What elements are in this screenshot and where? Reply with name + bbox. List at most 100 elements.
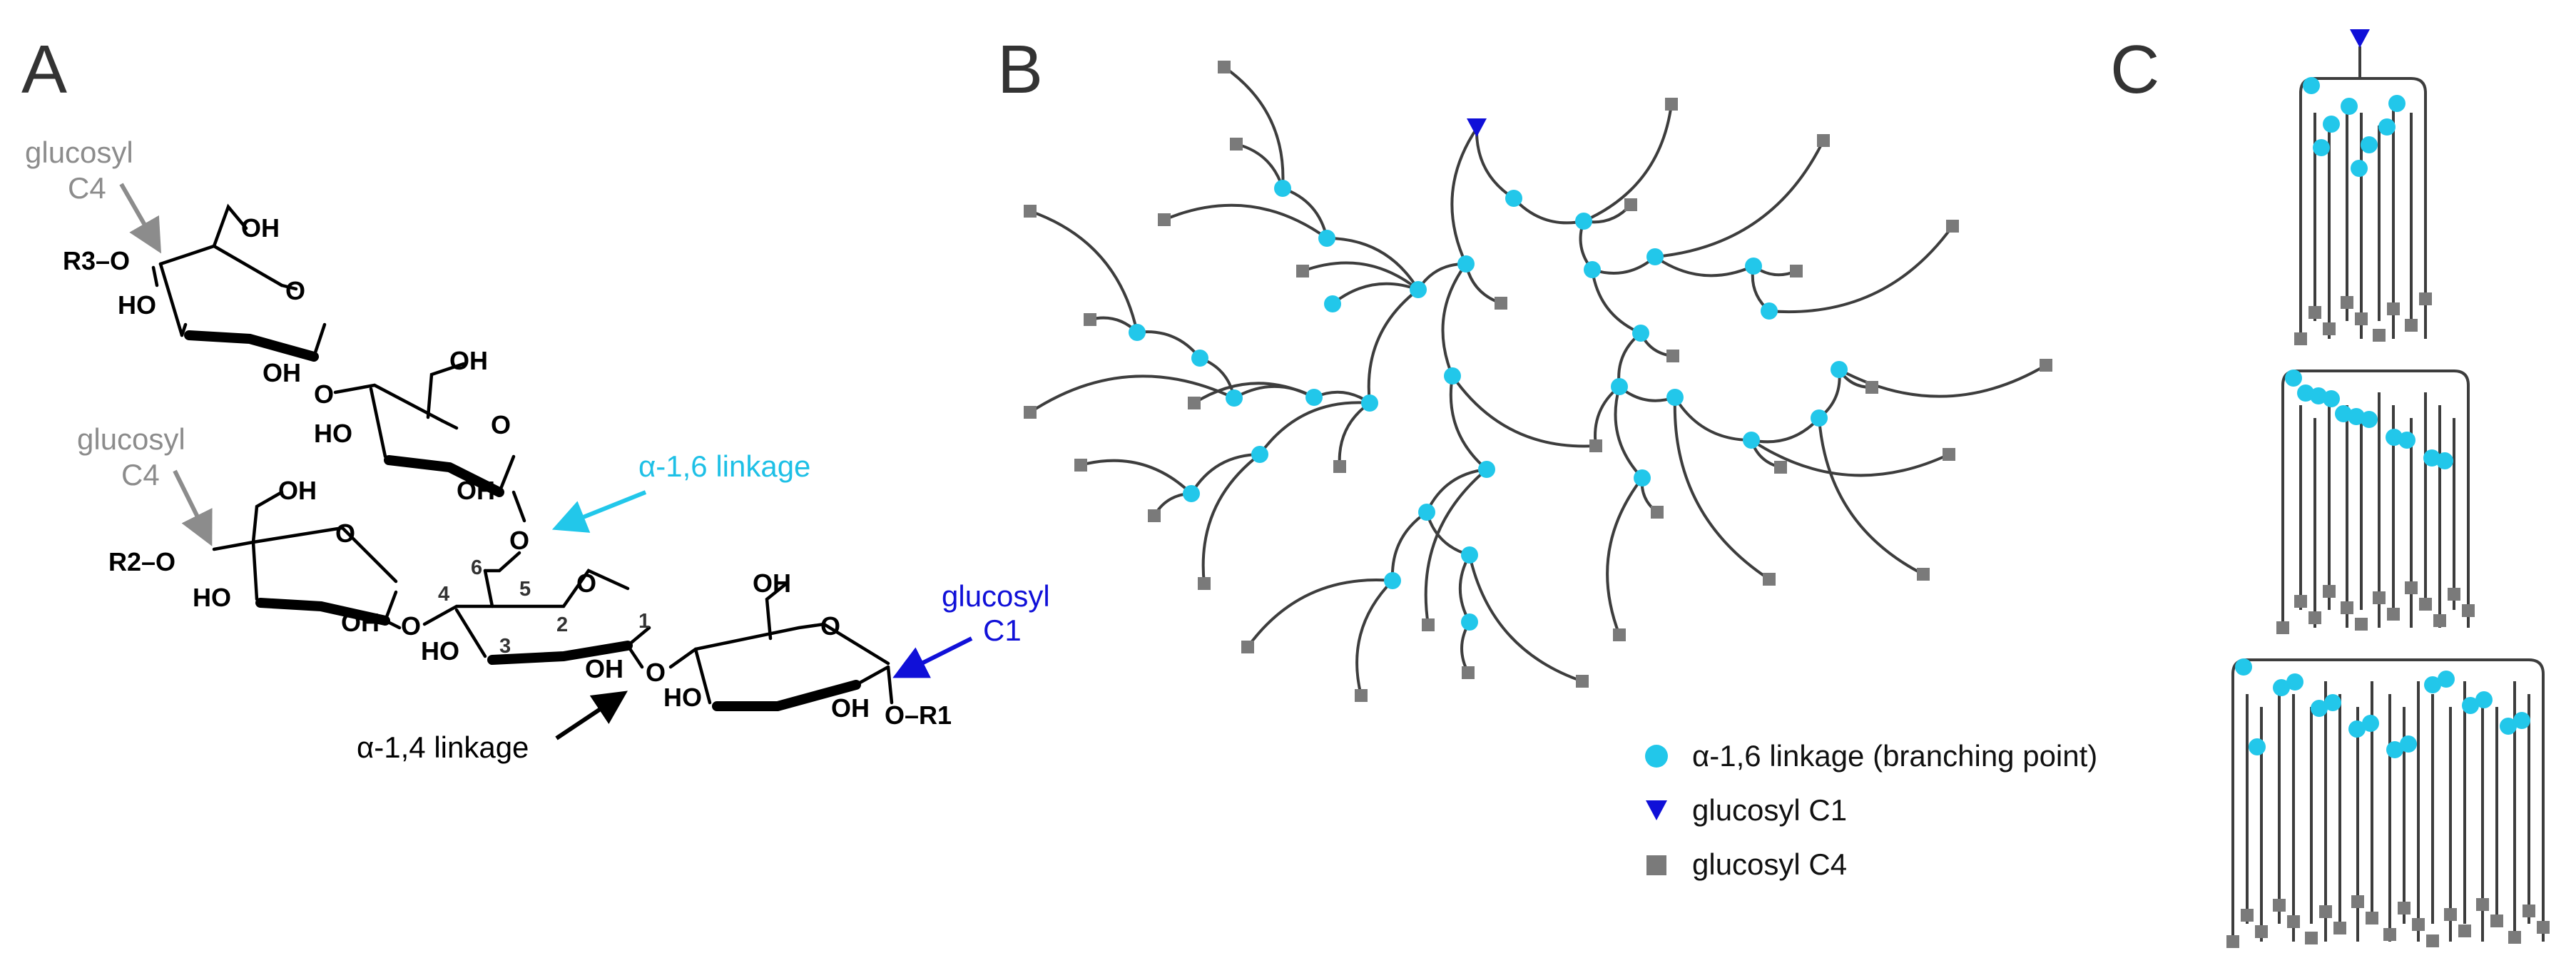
- tree-edge: [1818, 417, 1924, 576]
- branch-node: [1761, 302, 1778, 320]
- tree-edge: [1449, 375, 1488, 471]
- legend: α-1,6 linkage (branching point) glucosyl…: [1645, 739, 2097, 881]
- root-node: [1467, 118, 1487, 137]
- tree-edge: [1512, 197, 1584, 225]
- tree-edge: [1193, 382, 1315, 404]
- branch-node: [2362, 715, 2379, 732]
- tree-edge: [1475, 128, 1515, 200]
- ring3-ho: HO: [193, 583, 231, 612]
- leaf-node: [2241, 909, 2254, 922]
- leaf-node: [1422, 618, 1435, 631]
- leaf-node: [2448, 588, 2460, 601]
- leaf-node: [1774, 461, 1787, 474]
- leaf-node: [2276, 621, 2289, 634]
- leaf-node: [2426, 934, 2439, 947]
- branch-node: [1646, 248, 1664, 265]
- ring3-r2-o: R2–O: [108, 547, 175, 576]
- leaf-node: [1148, 509, 1161, 522]
- branch-node: [2388, 95, 2406, 112]
- branch-node: [2323, 116, 2340, 133]
- carbon-4-label: 4: [438, 583, 449, 606]
- leaf-node: [1198, 577, 1211, 590]
- tree-edge: [1654, 140, 1825, 258]
- panel-a-structure: glucosyl C4 glucosyl C4 α-1,6 linkage gl…: [25, 136, 1050, 764]
- branch-node: [1505, 190, 1522, 207]
- leaf-node: [1613, 628, 1626, 641]
- branch-node: [1632, 325, 1649, 342]
- alpha-16-linkage-label: α-1,6 linkage: [638, 449, 810, 483]
- branch-node: [1274, 180, 1291, 197]
- leaf-node: [1241, 641, 1254, 653]
- glucosyl-c4-arrow-mid: [173, 469, 213, 546]
- leaf-node: [2273, 899, 2286, 912]
- leaf-node: [2341, 601, 2353, 614]
- leaf-node: [1666, 350, 1679, 362]
- panel-b-tree: [1024, 61, 2052, 702]
- leaf-node: [1218, 61, 1231, 73]
- tree-edge: [1614, 386, 1644, 479]
- tree-edge: [1282, 187, 1328, 239]
- tree-edge: [1246, 579, 1393, 648]
- tree-edge: [1331, 282, 1419, 305]
- branch-node: [1191, 350, 1208, 367]
- leaf-node: [2458, 924, 2471, 937]
- tree-edge: [1424, 468, 1488, 626]
- glucose-ring-5: OH O HO OH O–R1: [663, 569, 952, 730]
- branch-node: [1361, 394, 1378, 412]
- leaf-node: [2433, 614, 2446, 627]
- carbon-1-label: 1: [638, 610, 650, 633]
- branch-node: [1745, 258, 1762, 275]
- carbon-3-label: 3: [499, 635, 511, 658]
- branch-node: [1634, 469, 1651, 486]
- leaf-node: [2537, 921, 2550, 934]
- branch-node: [2273, 679, 2290, 696]
- dendrogram-edge: [2299, 77, 2427, 339]
- tree-edge: [1080, 459, 1193, 495]
- branch-node: [1183, 485, 1200, 502]
- branch-node: [2348, 408, 2365, 425]
- branch-node: [1305, 389, 1323, 406]
- leaf-node: [2366, 912, 2378, 924]
- tree-edge: [1338, 402, 1371, 467]
- branch-node: [2285, 370, 2302, 387]
- glucosyl-c4-label-mid: glucosyl: [77, 422, 185, 456]
- branch-node: [1457, 255, 1475, 272]
- branch-node: [2398, 432, 2415, 449]
- leaf-node: [1576, 675, 1589, 688]
- leaf-node: [2319, 905, 2332, 918]
- branch-node: [2400, 735, 2417, 753]
- tree-edge: [1390, 511, 1428, 581]
- leaf-node: [2040, 359, 2052, 372]
- branch-node: [2378, 118, 2396, 136]
- leaf-node: [2444, 908, 2457, 921]
- branch-node: [2313, 139, 2330, 156]
- leaf-node: [2333, 922, 2346, 934]
- branch-node: [2423, 449, 2440, 467]
- alpha-14-linkage-arrow: [555, 691, 628, 740]
- tree-edge: [1451, 375, 1597, 448]
- tree-edge: [1326, 237, 1420, 291]
- branch-node: [1831, 361, 1848, 378]
- leaf-node: [1763, 573, 1776, 586]
- branch-node: [2341, 98, 2358, 115]
- alpha-14-linkage-label: α-1,4 linkage: [357, 730, 529, 764]
- branch-node: [2438, 671, 2455, 688]
- leaf-node: [2373, 329, 2386, 342]
- leaf-node: [1651, 506, 1664, 519]
- leaf-node: [1188, 397, 1201, 409]
- glucosyl-c1-label-line2: C1: [983, 613, 1022, 647]
- panel-label-a: A: [21, 31, 67, 108]
- leaf-node: [2405, 581, 2418, 594]
- glucosyl-c1-label: glucosyl: [942, 579, 1050, 613]
- tree-edge: [1236, 143, 1284, 189]
- legend-leaf-label: glucosyl C4: [1692, 847, 1847, 881]
- ring4-oh-bottom: OH: [585, 654, 623, 683]
- tree-edge: [1355, 579, 1394, 696]
- ring4-o-link: O: [646, 658, 666, 687]
- leaf-node: [2323, 585, 2336, 598]
- legend-root-label: glucosyl C1: [1692, 793, 1847, 827]
- leaf-node: [1158, 213, 1171, 226]
- tree-edge: [1425, 468, 1487, 513]
- tree-edge: [1201, 453, 1261, 584]
